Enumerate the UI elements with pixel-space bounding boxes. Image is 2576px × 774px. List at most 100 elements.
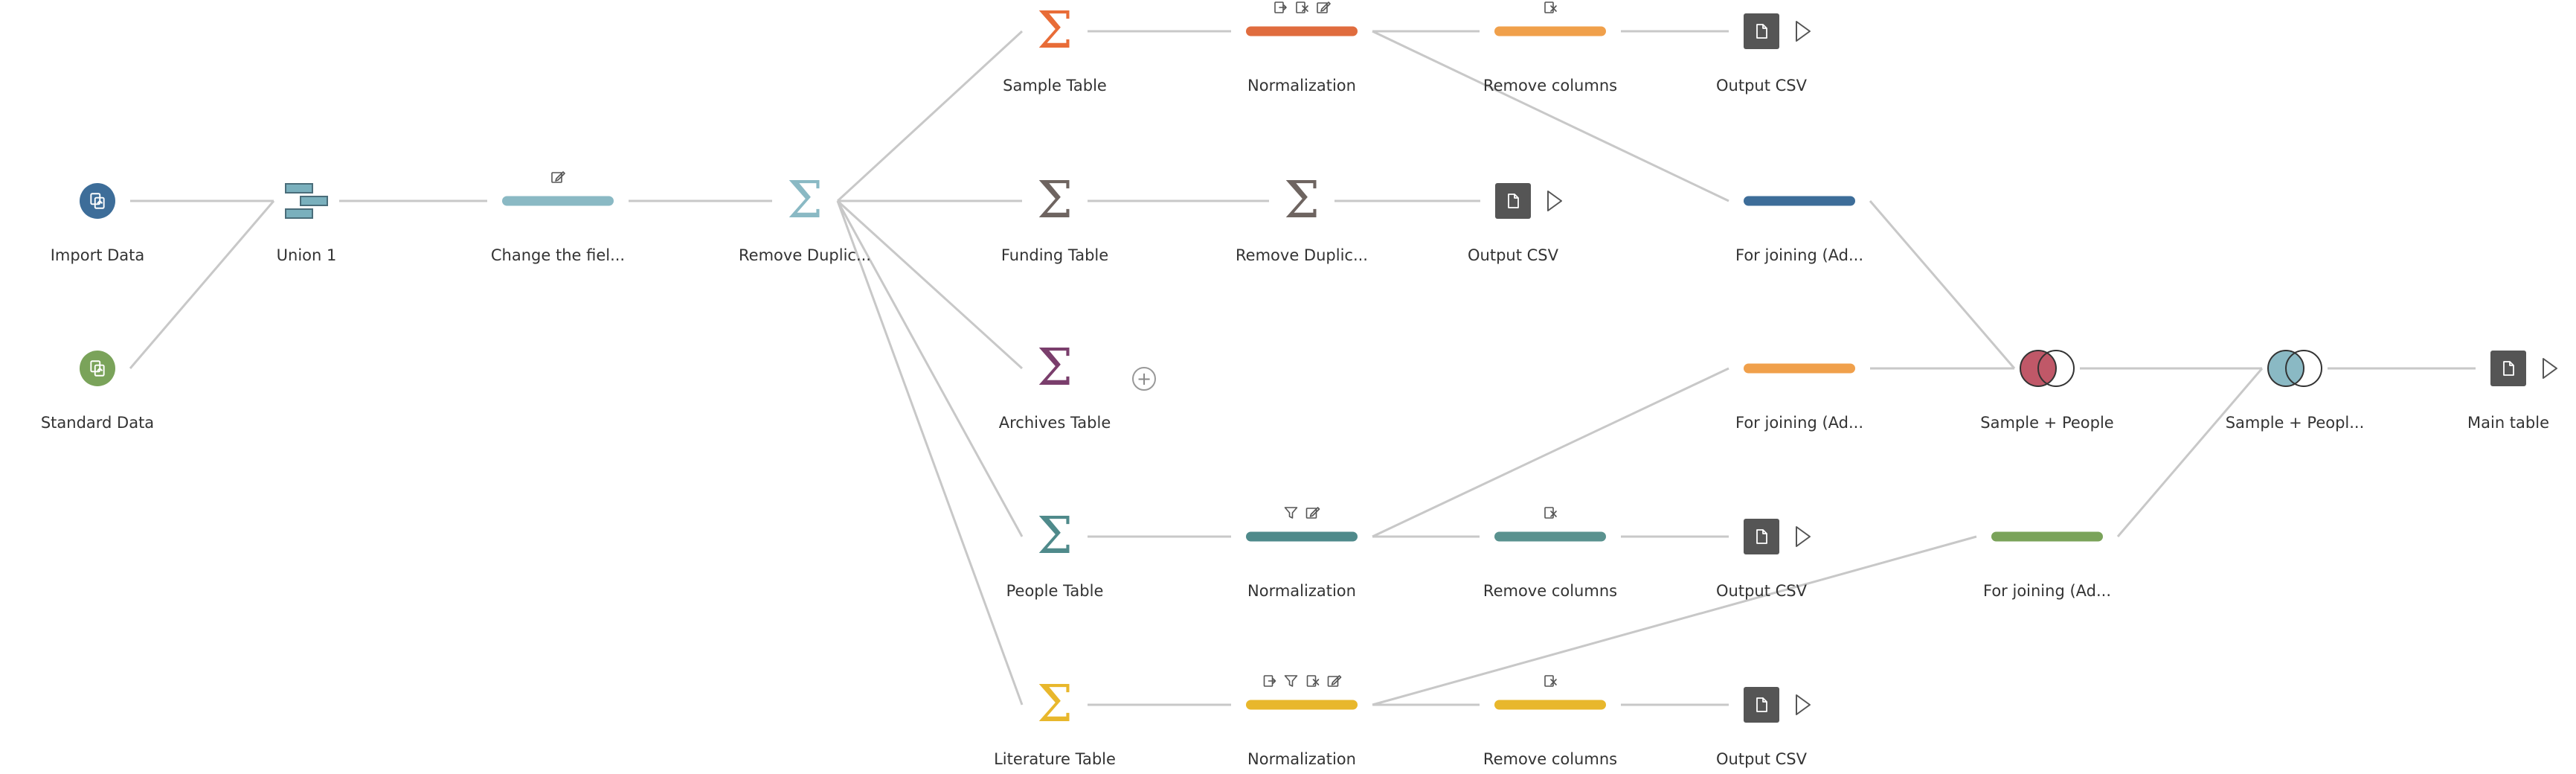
connection-norm1-to-fj1 (1372, 30, 1729, 202)
aggregate-step-funding[interactable]: Σ Funding Table (1001, 176, 1108, 265)
union-step-glyph[interactable] (284, 182, 329, 220)
run-flow-icon[interactable] (1794, 19, 1812, 43)
step-label[interactable]: Standard Data (40, 414, 155, 432)
clean-step-remcol1[interactable]: Remove columns (1483, 1, 1617, 95)
step-label[interactable]: Normalization (1247, 77, 1356, 95)
step-label[interactable]: Remove Duplic... (739, 246, 871, 264)
remove-field-icon[interactable] (1543, 0, 1558, 15)
edit-icon[interactable] (550, 170, 565, 185)
sigma-icon[interactable]: Σ (1037, 679, 1073, 730)
aggregate-step-agg1[interactable]: Σ Remove Duplic... (739, 176, 871, 265)
step-label[interactable]: Archives Table (998, 414, 1111, 432)
input-step-import[interactable]: Import Data (51, 183, 144, 264)
output-step-out3[interactable]: Output CSV (1716, 687, 1811, 768)
step-label[interactable]: Import Data (50, 246, 145, 264)
plus-circle-icon[interactable]: + (1132, 367, 1156, 391)
clean-step-bar[interactable] (1991, 531, 2103, 542)
output-step-box[interactable] (1744, 519, 1779, 554)
output-step-outF[interactable]: Output CSV (1468, 183, 1562, 264)
edit-icon[interactable] (1327, 674, 1342, 688)
rename-icon[interactable] (1262, 674, 1277, 688)
clean-step-bar[interactable] (1494, 700, 1606, 710)
edit-icon[interactable] (1316, 0, 1331, 15)
step-label[interactable]: Output CSV (1716, 750, 1807, 768)
union-icon (285, 183, 328, 219)
clean-step-norm3[interactable]: Normalization (1246, 675, 1358, 768)
remove-field-icon[interactable] (1294, 0, 1309, 15)
join-step-glyph[interactable] (2264, 348, 2326, 388)
join-step-glyph[interactable] (2016, 348, 2078, 388)
rename-icon[interactable] (1273, 0, 1288, 15)
connection-agg1-to-archives (836, 199, 1024, 370)
input-step-circle[interactable] (80, 351, 115, 386)
sigma-icon[interactable]: Σ (787, 176, 823, 226)
step-label[interactable]: Funding Table (1000, 246, 1109, 264)
step-label[interactable]: For joining (Ad... (1735, 414, 1864, 432)
join-step-join2[interactable]: Sample + Peopl... (2226, 350, 2364, 432)
run-flow-icon[interactable] (2541, 356, 2559, 380)
step-label[interactable]: Remove columns (1483, 750, 1618, 768)
output-step-out1[interactable]: Output CSV (1716, 13, 1811, 95)
remove-field-icon[interactable] (1543, 505, 1558, 520)
clean-step-norm1[interactable]: Normalization (1246, 1, 1358, 95)
clean-step-bar[interactable] (1744, 363, 1855, 374)
sigma-icon[interactable]: Σ (1037, 6, 1073, 57)
step-label[interactable]: Change the fiel... (490, 246, 626, 264)
input-step-standard[interactable]: Standard Data (41, 351, 154, 432)
clean-step-bar[interactable] (1246, 700, 1358, 710)
clean-step-bar[interactable] (1246, 531, 1358, 542)
output-step-main[interactable]: Main table (2467, 351, 2557, 432)
sigma-icon[interactable]: Σ (1284, 176, 1320, 226)
connection-standard-to-union (129, 200, 275, 369)
clean-step-bar[interactable] (1246, 26, 1358, 36)
run-flow-icon[interactable] (1794, 693, 1812, 717)
clean-step-bar[interactable] (502, 196, 614, 206)
sigma-icon[interactable]: Σ (1037, 511, 1073, 562)
clean-step-bar[interactable] (1744, 196, 1855, 206)
clean-step-bar[interactable] (1494, 531, 1606, 542)
input-step-circle[interactable] (80, 183, 115, 219)
step-label[interactable]: Sample Table (1003, 77, 1107, 95)
aggregate-step-dedup2[interactable]: Σ Remove Duplic... (1236, 176, 1368, 265)
step-label[interactable]: Normalization (1247, 750, 1356, 768)
step-label[interactable]: Union 1 (276, 246, 337, 264)
step-label[interactable]: For joining (Ad... (1735, 246, 1864, 264)
step-label[interactable]: Literature Table (994, 750, 1116, 768)
sigma-icon[interactable]: Σ (1037, 343, 1073, 394)
step-label[interactable]: Output CSV (1716, 582, 1807, 600)
step-label[interactable]: Main table (2467, 414, 2549, 432)
output-step-box[interactable] (1744, 687, 1779, 723)
run-flow-icon[interactable] (1546, 189, 1564, 213)
aggregate-step-literature[interactable]: Σ Literature Table (994, 679, 1116, 769)
step-label[interactable]: Sample + People (1980, 414, 2114, 432)
sigma-icon[interactable]: Σ (1037, 176, 1073, 226)
union-step-union[interactable]: Union 1 (277, 183, 336, 264)
remove-field-icon[interactable] (1543, 674, 1558, 688)
remove-field-icon[interactable] (1305, 674, 1320, 688)
step-label[interactable]: Output CSV (1468, 246, 1558, 264)
step-label[interactable]: Normalization (1247, 582, 1356, 600)
output-step-box[interactable] (1744, 13, 1779, 49)
filter-icon[interactable] (1284, 674, 1299, 688)
aggregate-step-archives[interactable]: Σ Archives Table (999, 343, 1111, 432)
output-step-box[interactable] (1495, 183, 1531, 219)
step-label[interactable]: For joining (Ad... (1982, 582, 2112, 600)
clean-step-clean1[interactable]: Change the fiel... (491, 171, 625, 264)
step-label[interactable]: Remove Duplic... (1236, 246, 1368, 264)
edit-icon[interactable] (1305, 505, 1320, 520)
clean-step-fj1[interactable]: For joining (Ad... (1735, 196, 1863, 264)
clean-step-remcol3[interactable]: Remove columns (1483, 675, 1617, 768)
step-label[interactable]: Remove columns (1483, 582, 1618, 600)
output-step-box[interactable] (2490, 351, 2526, 386)
join-step-join1[interactable]: Sample + People (1980, 350, 2114, 432)
clean-step-fj2[interactable]: For joining (Ad... (1735, 363, 1863, 432)
clean-step-bar[interactable] (1494, 26, 1606, 36)
step-label[interactable]: People Table (1006, 582, 1104, 600)
filter-icon[interactable] (1284, 505, 1299, 520)
run-flow-icon[interactable] (1794, 525, 1812, 548)
step-label[interactable]: Remove columns (1483, 77, 1618, 95)
step-label[interactable]: Output CSV (1716, 77, 1807, 95)
step-label[interactable]: Sample + Peopl... (2225, 414, 2365, 432)
aggregate-step-sample[interactable]: Σ Sample Table (1003, 6, 1107, 95)
